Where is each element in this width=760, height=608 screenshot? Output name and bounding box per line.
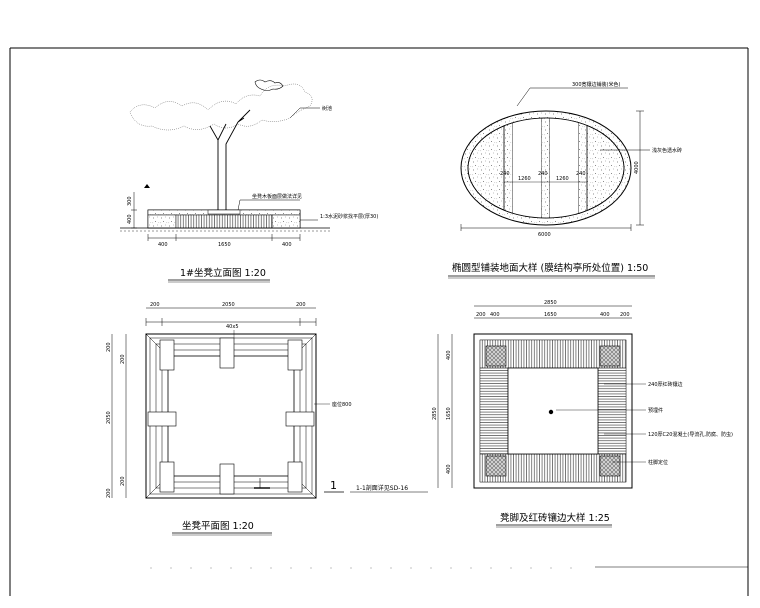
foot-note-3: 120厚C20混凝土(导流孔,防腐、防虫)	[648, 431, 733, 438]
elev-dim-left: 400	[158, 242, 168, 248]
elev-note-base: 1:3水泥砂浆找平层(厚30)	[320, 213, 378, 220]
ell-dim-1: 240	[500, 171, 510, 177]
plan-dim-left-4: 200	[120, 476, 126, 486]
foot-dim-left-3: 400	[446, 464, 452, 474]
plan-dim-left-3: 2050	[106, 411, 112, 424]
foot-corner	[599, 455, 621, 477]
foot-dim-4: 400	[600, 312, 610, 318]
tree-canopy-sketch	[129, 83, 313, 131]
plan-leg	[159, 339, 175, 371]
ell-dim-height: 4000	[634, 161, 640, 174]
plan-leg	[219, 463, 235, 495]
foot-detail: 2850 200 400 1650 400 200 2850 400 1650 …	[432, 300, 733, 528]
tree-crown-scribble	[254, 79, 284, 91]
foot-dim-left-2: 1650	[446, 407, 452, 420]
foot-title: 凳脚及红砖镶边大样 1:25	[500, 512, 610, 524]
plan-dim-top-1: 200	[150, 302, 160, 308]
foot-note-4: 柱脚定位	[648, 459, 668, 466]
tree-trunk	[209, 109, 251, 210]
foot-dim-total: 2850	[544, 300, 557, 306]
plan-dim-left-2: 200	[120, 354, 126, 364]
foot-dim-left-total: 2850	[432, 407, 438, 420]
center-mark	[548, 409, 554, 415]
bench-plan: 200 2050 200 200 200 2050 200 200 40x5 座…	[106, 302, 428, 536]
plan-leg	[159, 461, 175, 493]
plan-dim-left-1: 200	[106, 342, 112, 352]
ell-note-right: 浅灰色透水砖	[652, 147, 682, 154]
plan-leg	[287, 339, 303, 371]
foot-note-1: 240厚红砖镶边	[648, 381, 683, 388]
plan-leg	[219, 337, 235, 369]
foot-corner	[485, 345, 507, 367]
ellipse-title: 椭圆型铺装地面大样 (膜结构亭所处位置) 1:50	[452, 262, 648, 274]
elev-dim-v2: 300	[127, 196, 133, 206]
foot-dim-5: 200	[620, 312, 630, 318]
paving-strip-2	[540, 118, 551, 218]
bench-elevation: 400 1650 400 400 300 树池 坐凳木板面层做法详见 1:3水泥…	[120, 79, 378, 283]
plan-dim-left-5: 200	[106, 488, 112, 498]
foot-dim-left-1: 400	[446, 350, 452, 360]
elev-dim-mid: 1650	[218, 242, 231, 248]
plan-section-ref: 1-1剖面详见SD-16	[356, 484, 408, 492]
plan-leg	[147, 411, 177, 427]
ell-note-top: 300宽镶边铺装(米色)	[572, 81, 620, 88]
foot-corner	[485, 455, 507, 477]
ell-dim-2: 1260	[518, 176, 531, 182]
ell-dim-width: 6000	[538, 232, 551, 238]
ell-dim-5: 240	[576, 171, 586, 177]
plan-note-seat: 座位800	[332, 401, 352, 408]
foot-corner	[599, 345, 621, 367]
foot-dim-1: 200	[476, 312, 486, 318]
ell-dim-3: 240	[538, 171, 548, 177]
plan-dim-top-3: 200	[296, 302, 306, 308]
elevation-title: 1#坐凳立面图 1:20	[180, 267, 266, 279]
plan-section-mark: 1	[330, 479, 337, 492]
elev-note-wood: 坐凳木板面层做法详见	[252, 193, 302, 200]
elev-dim-right: 400	[282, 242, 292, 248]
elev-note-tree: 树池	[322, 105, 332, 112]
plan-note-wood: 40x5	[226, 324, 239, 330]
elev-dim-v1: 400	[127, 214, 133, 224]
plan-title: 坐凳平面图 1:20	[182, 521, 254, 532]
foot-dim-2: 400	[490, 312, 500, 318]
plan-leg	[285, 411, 315, 427]
level-marker-icon	[144, 184, 150, 188]
ell-dim-4: 1260	[556, 176, 569, 182]
plan-dim-top-2: 2050	[222, 302, 235, 308]
plan-leg	[287, 461, 303, 493]
ellipse-paving-detail: 240 1260 240 1260 240 6000 4000 300宽镶边铺装…	[448, 81, 682, 279]
foot-dim-3: 1650	[544, 312, 557, 318]
sheet-border	[9, 47, 749, 596]
foot-note-2: 预埋件	[648, 407, 663, 414]
